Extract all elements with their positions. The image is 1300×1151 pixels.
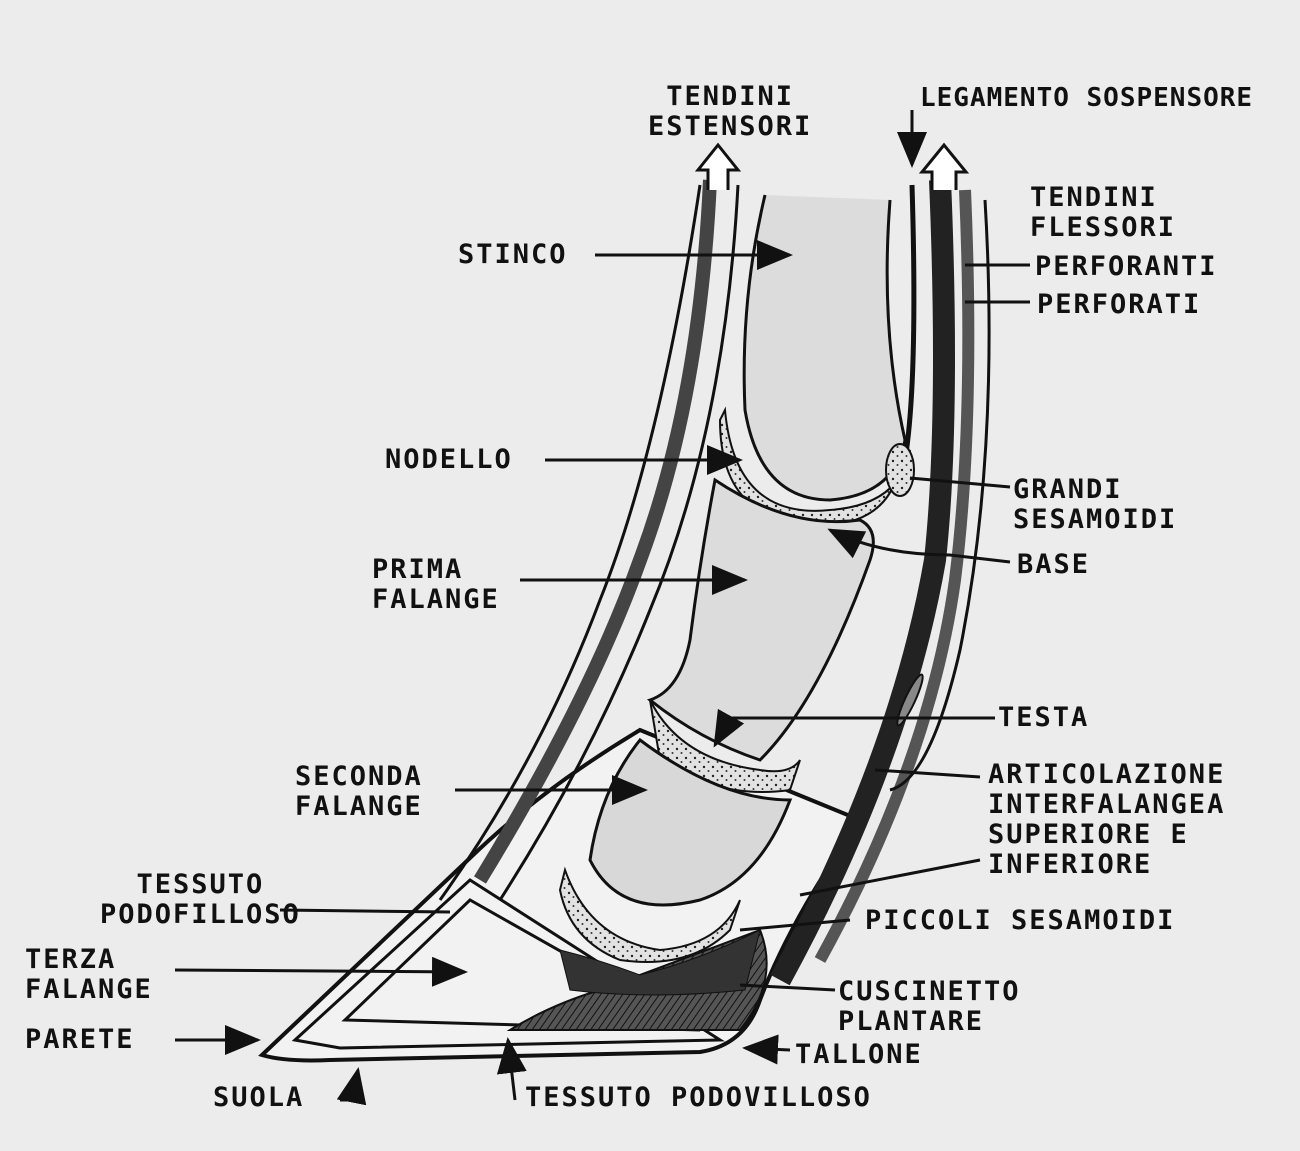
label-grandi-sesamoidi: GRANDI SESAMOIDI xyxy=(1013,475,1177,535)
label-tallone: TALLONE xyxy=(795,1040,923,1070)
label-stinco: STINCO xyxy=(458,240,568,270)
label-testa: TESTA xyxy=(998,703,1089,733)
label-tendini-flessori: TENDINI FLESSORI xyxy=(1030,183,1176,243)
label-nodello: NODELLO xyxy=(385,445,513,475)
label-perforanti: PERFORANTI xyxy=(1035,252,1218,282)
label-articolazione: ARTICOLAZIONE INTERFALANGEA SUPERIORE E … xyxy=(988,760,1225,880)
label-terza-falange: TERZA FALANGE xyxy=(25,945,153,1005)
label-suola: SUOLA xyxy=(213,1083,304,1113)
label-base: BASE xyxy=(1017,550,1090,580)
label-piccoli-sesamoidi: PICCOLI SESAMOIDI xyxy=(865,906,1175,936)
label-tessuto-podofilloso: TESSUTO PODOFILLOSO xyxy=(100,870,301,930)
label-parete: PARETE xyxy=(25,1025,135,1055)
label-prima-falange: PRIMA FALANGE xyxy=(372,555,500,615)
label-tendini-estensori: TENDINI ESTENSORI xyxy=(648,82,812,142)
label-seconda-falange: SECONDA FALANGE xyxy=(295,762,423,822)
cannon-bone xyxy=(744,195,905,500)
label-cuscinetto-plantare: CUSCINETTO PLANTARE xyxy=(838,977,1021,1037)
suspensory-ligament xyxy=(905,185,914,460)
flexor-arrow xyxy=(922,145,966,190)
label-tessuto-podovilloso: TESSUTO PODOVILLOSO xyxy=(525,1083,872,1113)
big-sesamoid xyxy=(886,444,914,496)
label-legamento-sospensore: LEGAMENTO SOSPENSORE xyxy=(920,83,1253,113)
label-perforati: PERFORATI xyxy=(1037,290,1201,320)
